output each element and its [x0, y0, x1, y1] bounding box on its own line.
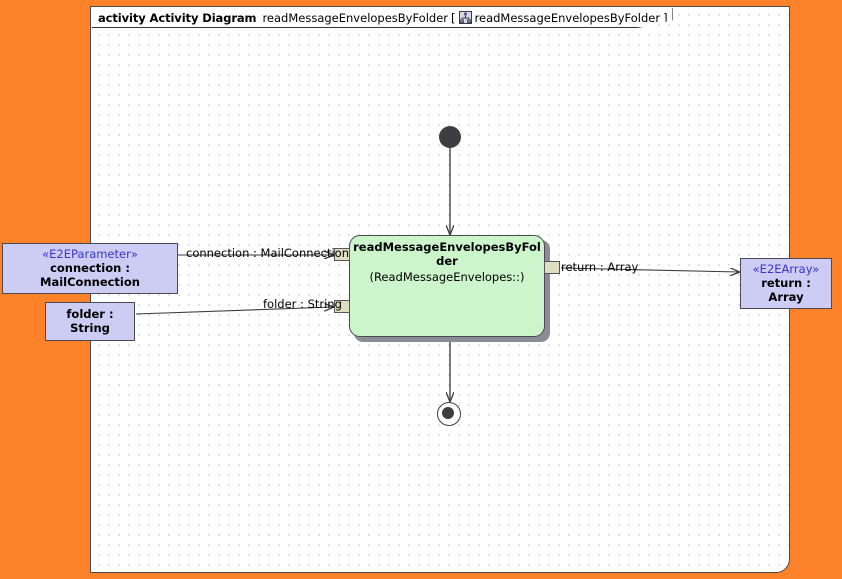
frame-name: readMessageEnvelopesByFolder — [262, 10, 449, 25]
input-pin-connection[interactable] — [334, 248, 350, 261]
parameter-stereotype: «E2EParameter» — [42, 247, 138, 261]
frame-title-tab[interactable]: activity Activity Diagram readMessageEnv… — [92, 8, 673, 28]
activity-node[interactable]: readMessageEnvelopesByFolder (ReadMessag… — [349, 235, 545, 337]
edge-label-connection: connection : MailConnection — [186, 246, 349, 260]
parameter-stereotype: «E2EArray» — [752, 262, 820, 276]
activity-diagram-frame: activity Activity Diagram readMessageEnv… — [90, 6, 790, 573]
parameter-label: folder : String — [66, 307, 114, 335]
parameter-label: return : Array — [761, 276, 811, 304]
edge-label-return: return : Array — [561, 260, 639, 274]
parameter-box-connection[interactable]: «E2EParameter» connection : MailConnecti… — [2, 243, 178, 294]
parameter-box-folder[interactable]: folder : String — [45, 302, 135, 341]
input-pin-folder[interactable] — [334, 300, 350, 313]
frame-bracket-close: ] — [663, 10, 668, 25]
activity-diagram-icon — [458, 11, 472, 24]
frame-bracket-open: [ — [451, 10, 456, 25]
edge-label-folder: folder : String — [263, 297, 342, 311]
parameter-box-return[interactable]: «E2EArray» return : Array — [740, 258, 832, 309]
frame-keyword: activity Activity Diagram — [98, 10, 257, 25]
activity-node-title: readMessageEnvelopesByFolder — [353, 240, 541, 268]
activity-final-node[interactable] — [437, 402, 461, 426]
parameter-label: connection : MailConnection — [40, 261, 140, 289]
initial-node[interactable] — [439, 126, 461, 148]
activity-node-subtitle: (ReadMessageEnvelopes::) — [369, 270, 525, 284]
frame-qualified-name: readMessageEnvelopesByFolder — [474, 10, 661, 25]
output-pin-return[interactable] — [544, 261, 560, 274]
